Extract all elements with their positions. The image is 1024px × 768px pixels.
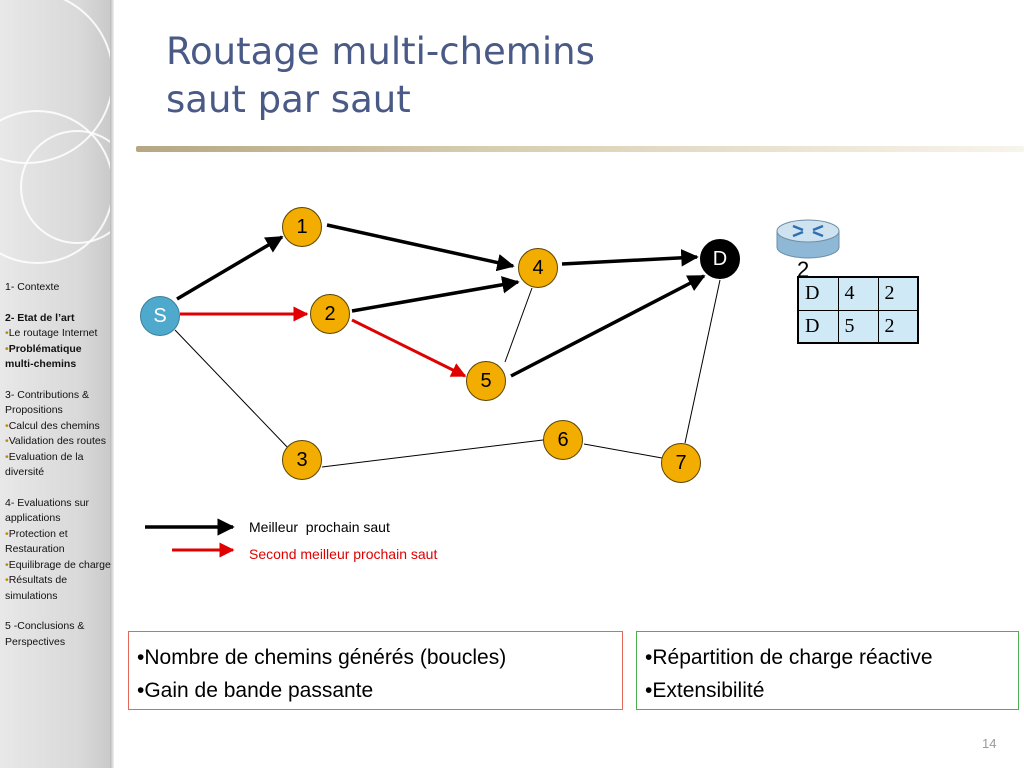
table-cell: 4 — [837, 276, 879, 311]
edge-7-d — [684, 279, 721, 444]
page-number: 14 — [982, 736, 997, 751]
edge-2-4 — [351, 276, 520, 313]
title-underline — [136, 146, 1024, 152]
bullet-item: •Gain de bande passante — [137, 679, 374, 702]
sidebar-edge — [110, 0, 114, 768]
nav-section-contexte[interactable]: 1- Contexte — [5, 281, 60, 293]
edge-2-5 — [351, 318, 467, 378]
nav-section-contributions[interactable]: 3- Contributions & Propositions — [5, 388, 90, 417]
graph-node-5: 5 — [466, 361, 506, 401]
graph-node-source: S — [140, 296, 180, 336]
nav-item[interactable]: •Calcul des chemins — [5, 419, 100, 432]
graph-node-1: 1 — [282, 207, 322, 247]
table-cell: D — [797, 276, 839, 311]
edge-s-3 — [174, 329, 291, 451]
graph-node-2: 2 — [310, 294, 350, 334]
table-row: D 5 2 — [797, 309, 919, 344]
edge-4-5 — [504, 287, 533, 363]
graph-node-7: 7 — [661, 443, 701, 483]
table-cell: 2 — [877, 276, 919, 311]
legend-second-label: Second meilleur prochain saut — [249, 546, 438, 562]
nav-section-evaluations[interactable]: 4- Evaluations sur applications — [5, 496, 90, 525]
table-cell: 2 — [877, 309, 919, 344]
nav-item[interactable]: •Validation des routes — [5, 435, 106, 447]
bullet-item: •Extensibilité — [645, 679, 765, 702]
edge-1-4 — [326, 223, 515, 272]
graph-node-destination: D — [700, 239, 740, 279]
table-row: D 4 2 — [797, 276, 919, 311]
nav-outline: 1- Contexte 2- Etat de l’art •Le routage… — [5, 280, 113, 650]
slide-title: Routage multi-chemins saut par saut — [166, 28, 595, 124]
title-line-2: saut par saut — [166, 78, 411, 121]
title-line-1: Routage multi-chemins — [166, 30, 595, 73]
router-label: 2 — [797, 257, 810, 282]
decorative-circle — [20, 130, 114, 244]
edge-4-d — [561, 249, 699, 267]
edge-3-6 — [321, 439, 544, 468]
advantages-box: •Répartition de charge réactive •Extensi… — [636, 631, 1019, 710]
nav-item[interactable]: •Résultats de simulations — [5, 574, 68, 602]
table-cell: D — [797, 309, 839, 344]
edge-s-1 — [176, 235, 284, 301]
nav-item-current[interactable]: •Problématique multi-chemins — [5, 342, 82, 371]
nav-item[interactable]: •Le routage Internet — [5, 327, 98, 339]
graph-node-4: 4 — [518, 248, 558, 288]
graph-node-3: 3 — [282, 440, 322, 480]
nav-section-conclusions[interactable]: 5 -Conclusions & Perspectives — [5, 620, 85, 648]
bullet-item: •Répartition de charge réactive — [645, 646, 933, 669]
legend-best-label: Meilleur prochain saut — [249, 519, 390, 535]
edge-6-7 — [583, 443, 663, 459]
sidebar: 1- Contexte 2- Etat de l’art •Le routage… — [0, 0, 114, 768]
table-cell: 5 — [837, 309, 879, 344]
drawbacks-box: •Nombre de chemins générés (boucles) •Ga… — [128, 631, 623, 710]
graph-node-6: 6 — [543, 420, 583, 460]
nav-item[interactable]: •Protection et Restauration — [5, 527, 68, 556]
nav-section-etat-art[interactable]: 2- Etat de l’art — [5, 311, 75, 324]
router-icon — [776, 219, 840, 259]
routing-table: D 4 2 D 5 2 — [797, 276, 919, 344]
bullet-item: •Nombre de chemins générés (boucles) — [137, 646, 507, 669]
nav-item[interactable]: •Evaluation de la diversité — [5, 450, 84, 479]
nav-item[interactable]: •Equilibrage de charge — [5, 558, 111, 571]
edge-5-d — [510, 274, 706, 378]
